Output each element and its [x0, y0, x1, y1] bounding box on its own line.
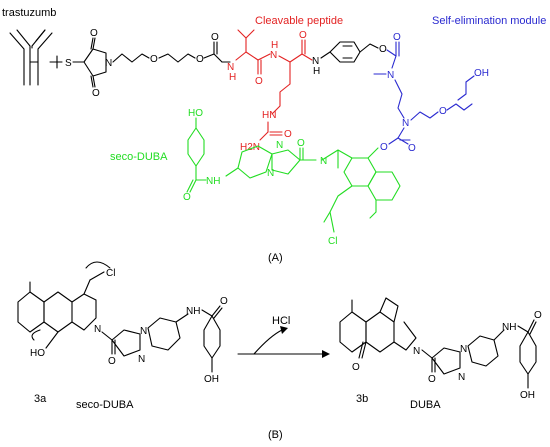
svg-text:O: O — [284, 129, 292, 140]
duba-structure: N O O N N NH O OH — [339, 297, 542, 401]
svg-text:H: H — [271, 40, 278, 51]
svg-text:O: O — [393, 32, 401, 43]
pab-benzene-ring — [329, 41, 361, 63]
svg-text:OH: OH — [520, 390, 535, 401]
svg-text:N: N — [94, 324, 101, 335]
svg-text:Cl: Cl — [328, 236, 337, 247]
svg-text:N: N — [387, 70, 394, 81]
caption-a: (A) — [268, 252, 283, 264]
oxygen-atom: O — [196, 54, 204, 65]
compound-3a-label: 3a — [34, 393, 47, 405]
svg-text:O: O — [380, 142, 388, 153]
svg-text:O: O — [183, 192, 191, 203]
svg-text:H: H — [313, 66, 320, 77]
svg-text:N: N — [227, 62, 234, 73]
svg-text:N: N — [140, 326, 147, 337]
svg-text:N: N — [458, 372, 465, 383]
compound-3b-label: 3b — [356, 393, 368, 405]
seco-duba-structure: Cl N HO O N N NH O OH — [17, 261, 228, 385]
antibody-label: trastuzumb — [2, 7, 56, 19]
antibody-icon — [9, 29, 63, 86]
svg-text:O: O — [299, 30, 307, 41]
svg-text:N: N — [460, 344, 467, 355]
svg-text:HO: HO — [30, 348, 45, 359]
svg-text:O: O — [108, 356, 116, 367]
svg-text:O: O — [439, 106, 447, 117]
svg-text:N: N — [267, 168, 274, 179]
succinimide-ring — [83, 37, 107, 88]
module-label: Self-elimination module — [432, 15, 546, 27]
svg-text:O: O — [408, 143, 416, 154]
svg-text:H: H — [229, 72, 236, 83]
svg-text:O: O — [297, 138, 305, 149]
svg-text:HN: HN — [262, 110, 276, 121]
svg-text:O: O — [352, 362, 360, 373]
peptide-backbone: H N O N H HN O H2N O — [227, 29, 313, 153]
oxygen-atom: O — [211, 32, 219, 43]
svg-text:HO: HO — [188, 108, 203, 119]
hcl-reagent: HCl — [272, 315, 290, 327]
curved-arrow-icon — [85, 261, 111, 269]
oxygen-atom: O — [150, 54, 158, 65]
svg-text:N: N — [320, 156, 327, 167]
nitrogen-atom: N — [105, 58, 112, 69]
svg-text:OH: OH — [204, 374, 219, 385]
svg-text:OH: OH — [474, 68, 489, 79]
svg-text:Cl: Cl — [106, 268, 115, 279]
duba-label: DUBA — [410, 399, 441, 411]
svg-text:O: O — [428, 374, 436, 385]
seco-duba-label: seco-DUBA — [76, 399, 134, 411]
payload-label: seco-DUBA — [110, 151, 168, 163]
svg-text:NH: NH — [186, 306, 200, 317]
oxygen-atom: O — [92, 88, 100, 99]
amide-nh: N — [312, 56, 319, 67]
sulfur-atom: S — [65, 58, 72, 69]
seco-duba-payload: Cl N O N N NH O HO — [183, 108, 401, 247]
svg-text:H2N: H2N — [240, 142, 260, 153]
svg-text:N: N — [138, 354, 145, 365]
svg-text:N: N — [270, 50, 277, 61]
svg-text:NH: NH — [502, 322, 516, 333]
svg-text:N: N — [402, 118, 409, 129]
svg-text:N: N — [413, 346, 420, 357]
peptide-label: Cleavable peptide — [255, 15, 343, 27]
oxygen-atom: O — [90, 28, 98, 39]
self-elimination-module: O N N O OH O O — [373, 32, 489, 154]
svg-text:O: O — [255, 76, 263, 87]
reaction-arrow — [237, 326, 330, 358]
svg-text:NH: NH — [206, 176, 220, 187]
caption-b: (B) — [268, 429, 283, 441]
svg-text:N: N — [276, 140, 283, 151]
curved-arrow-icon — [31, 329, 41, 341]
svg-text:O: O — [534, 310, 542, 321]
svg-text:O: O — [220, 296, 228, 307]
svg-text:O: O — [379, 44, 387, 55]
